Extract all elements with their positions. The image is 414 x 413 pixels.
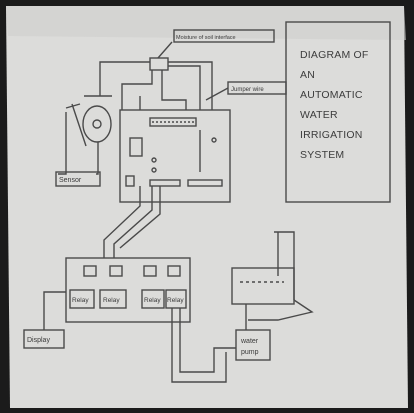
microcontroller-board — [119, 109, 231, 203]
paper-sheet — [6, 6, 408, 408]
water-pump-label-line-1: water — [240, 338, 259, 345]
relay-4-label: Relay — [167, 297, 184, 304]
moisture-interface-label-box — [173, 29, 275, 43]
sensor-label: Sensor — [59, 177, 82, 184]
relay-1-box — [69, 289, 95, 309]
display-label: Display — [27, 337, 50, 344]
water-tank — [231, 267, 295, 305]
title-box — [285, 21, 391, 203]
moisture-interface-label: Moisture of soil interface — [176, 35, 236, 41]
board-header-top — [149, 117, 197, 127]
title-line-3: AUTOMATIC — [300, 89, 363, 101]
title-line-1: DIAGRAM OF — [300, 49, 369, 61]
title-line-4: WATER — [300, 109, 338, 121]
relay-module — [65, 257, 191, 323]
board-header-left — [149, 179, 181, 187]
display-box — [23, 329, 65, 349]
water-pump-label-line-2: pump — [241, 349, 259, 356]
relay-2-label: Relay — [103, 297, 120, 304]
title-line-2: AN — [300, 69, 315, 81]
water-pump-box — [235, 329, 271, 361]
relay-1-label: Relay — [72, 297, 89, 304]
board-chip — [129, 137, 143, 157]
moisture-interface-box — [149, 57, 169, 71]
title-line-5: IRRIGATION — [300, 129, 362, 141]
sensor-probe — [82, 105, 112, 143]
board-header-right — [187, 179, 223, 187]
sensor-box — [55, 171, 101, 187]
jumper-wire-label: Jumper wire — [231, 87, 264, 93]
relay-4-box — [165, 289, 187, 309]
title-line-6: SYSTEM — [300, 149, 344, 161]
relay-3-box — [141, 289, 165, 309]
relay-2-box — [99, 289, 127, 309]
relay-3-label: Relay — [144, 297, 161, 304]
